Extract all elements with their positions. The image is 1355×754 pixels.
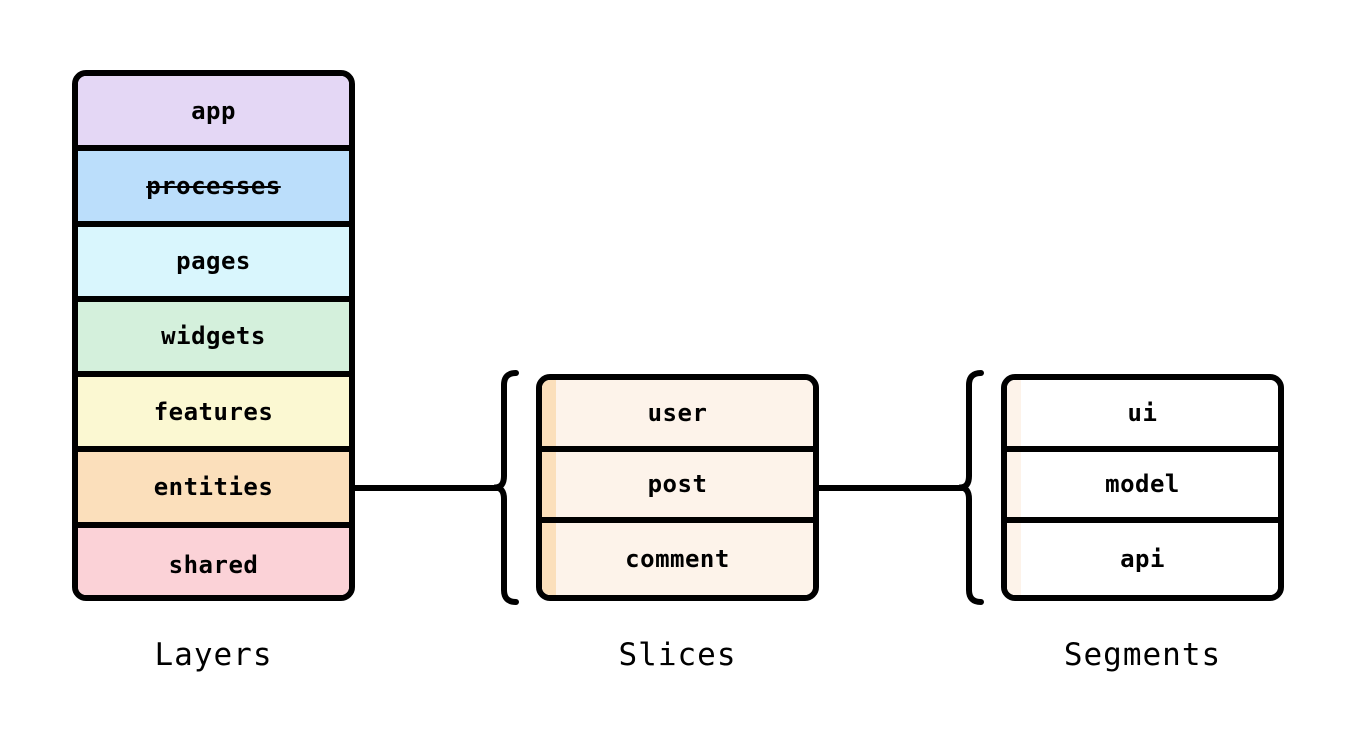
slice-row-comment[interactable]: comment (542, 523, 813, 595)
segment-row-ui[interactable]: ui (1007, 380, 1278, 452)
layer-row-entities[interactable]: entities (78, 452, 349, 528)
segment-accent-stripe (1007, 451, 1021, 518)
segment-accent-stripe (1007, 380, 1021, 446)
segment-accent-stripe (1007, 523, 1021, 595)
segments-stack: ui model api (1001, 374, 1284, 601)
layer-row-widgets[interactable]: widgets (78, 301, 349, 378)
layer-label-app: app (191, 96, 236, 125)
slice-label-comment: comment (625, 545, 730, 574)
layer-row-processes[interactable]: processes (78, 151, 349, 227)
layer-label-widgets: widgets (161, 322, 266, 351)
segment-row-api[interactable]: api (1007, 523, 1278, 595)
connector-entities-to-slices (349, 485, 503, 491)
caption-slices: Slices (618, 637, 737, 673)
layer-row-shared[interactable]: shared (78, 527, 349, 595)
segment-label-api: api (1120, 545, 1165, 574)
layer-label-shared: shared (168, 551, 259, 580)
slice-accent-stripe (542, 523, 556, 595)
layer-label-features: features (153, 397, 274, 426)
caption-layers: Layers (154, 637, 273, 673)
caption-segments: Segments (1063, 637, 1222, 673)
slices-bracket-icon (494, 370, 519, 605)
layer-label-processes: processes (146, 171, 281, 200)
layer-row-app[interactable]: app (78, 76, 349, 152)
layers-stack: app processes pages widgets features ent… (72, 70, 355, 601)
segments-bracket-icon (959, 370, 984, 605)
slice-accent-stripe (542, 380, 556, 446)
connector-post-to-segments (813, 485, 968, 491)
slice-label-post: post (647, 470, 708, 499)
layer-row-pages[interactable]: pages (78, 226, 349, 302)
layer-row-features[interactable]: features (78, 377, 349, 453)
segment-label-ui: ui (1127, 398, 1158, 427)
segment-label-model: model (1105, 470, 1180, 499)
slice-accent-stripe (542, 451, 556, 518)
slice-row-user[interactable]: user (542, 380, 813, 452)
slices-stack: user post comment (536, 374, 819, 601)
segment-row-model[interactable]: model (1007, 451, 1278, 524)
slice-label-user: user (647, 398, 708, 427)
layer-label-entities: entities (153, 472, 274, 501)
layer-label-pages: pages (176, 247, 251, 276)
slice-row-post[interactable]: post (542, 451, 813, 524)
